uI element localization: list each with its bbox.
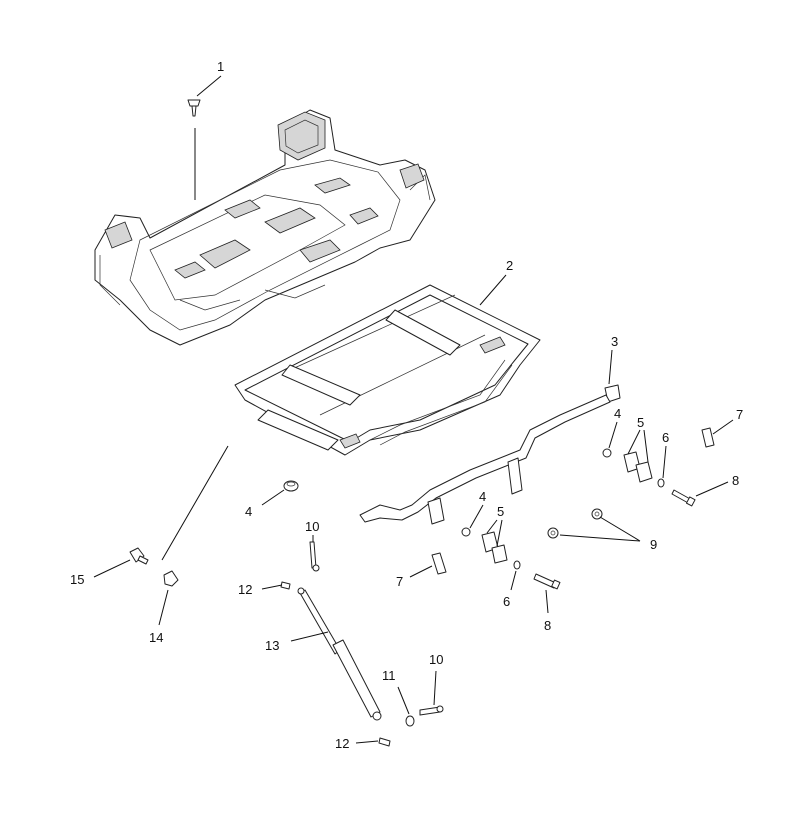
bumper-part-4-left [283, 480, 299, 492]
callout-10-lower: 10 [429, 652, 443, 667]
callout-6-center: 6 [503, 594, 510, 609]
callout-8-center: 8 [544, 618, 551, 633]
release-lever-part-3 [359, 384, 621, 525]
callout-10-upper: 10 [305, 519, 319, 534]
seat-frame-part-2 [234, 284, 541, 456]
callout-7-right: 7 [736, 407, 743, 422]
bolt-part-8-center [533, 573, 561, 590]
spacer-part-7-center [431, 552, 447, 575]
callout-14: 14 [149, 630, 163, 645]
gas-strut-part-13 [297, 587, 382, 721]
callout-4-center: 4 [479, 489, 486, 504]
clip-part-14 [163, 570, 179, 587]
callout-5-right: 5 [637, 415, 644, 430]
callout-4-right: 4 [614, 406, 621, 421]
bolt-part-8-right [671, 489, 696, 507]
callout-11: 11 [382, 668, 396, 683]
callout-1: 1 [217, 59, 224, 74]
seat-base-shell [94, 109, 436, 346]
pin-part-10-upper [309, 541, 320, 572]
callout-5-center: 5 [497, 504, 504, 519]
nut-part-9 [547, 508, 603, 539]
spacer-part-7-right [701, 427, 715, 448]
callout-2: 2 [506, 258, 513, 273]
callout-12-lower: 12 [335, 736, 349, 751]
washer-part-11 [405, 715, 415, 727]
washer-part-6-center [513, 560, 521, 570]
callout-9: 9 [650, 537, 657, 552]
nut-part-4-right [602, 448, 612, 458]
callout-12-upper: 12 [238, 582, 252, 597]
callout-7-center: 7 [396, 574, 403, 589]
fastener-part-15 [129, 547, 149, 565]
screw-part-1 [187, 99, 201, 117]
pin-part-10-lower [419, 705, 444, 716]
nut-part-4-center [461, 527, 471, 537]
washer-part-6-right [657, 478, 665, 488]
callout-4-left: 4 [245, 504, 252, 519]
clip-part-12-lower [378, 737, 391, 747]
bushing-part-5-right [623, 451, 653, 483]
callout-6-right: 6 [662, 430, 669, 445]
clip-part-12-upper [280, 581, 291, 590]
callout-3: 3 [611, 334, 618, 349]
callout-13: 13 [265, 638, 279, 653]
callout-labels: 1 2 3 4 5 6 7 8 4 5 9 4 10 7 6 8 15 12 1… [70, 59, 743, 751]
callout-15: 15 [70, 572, 84, 587]
bushing-part-5-center [481, 531, 508, 564]
callout-8-right: 8 [732, 473, 739, 488]
leader-lines [93, 75, 734, 744]
